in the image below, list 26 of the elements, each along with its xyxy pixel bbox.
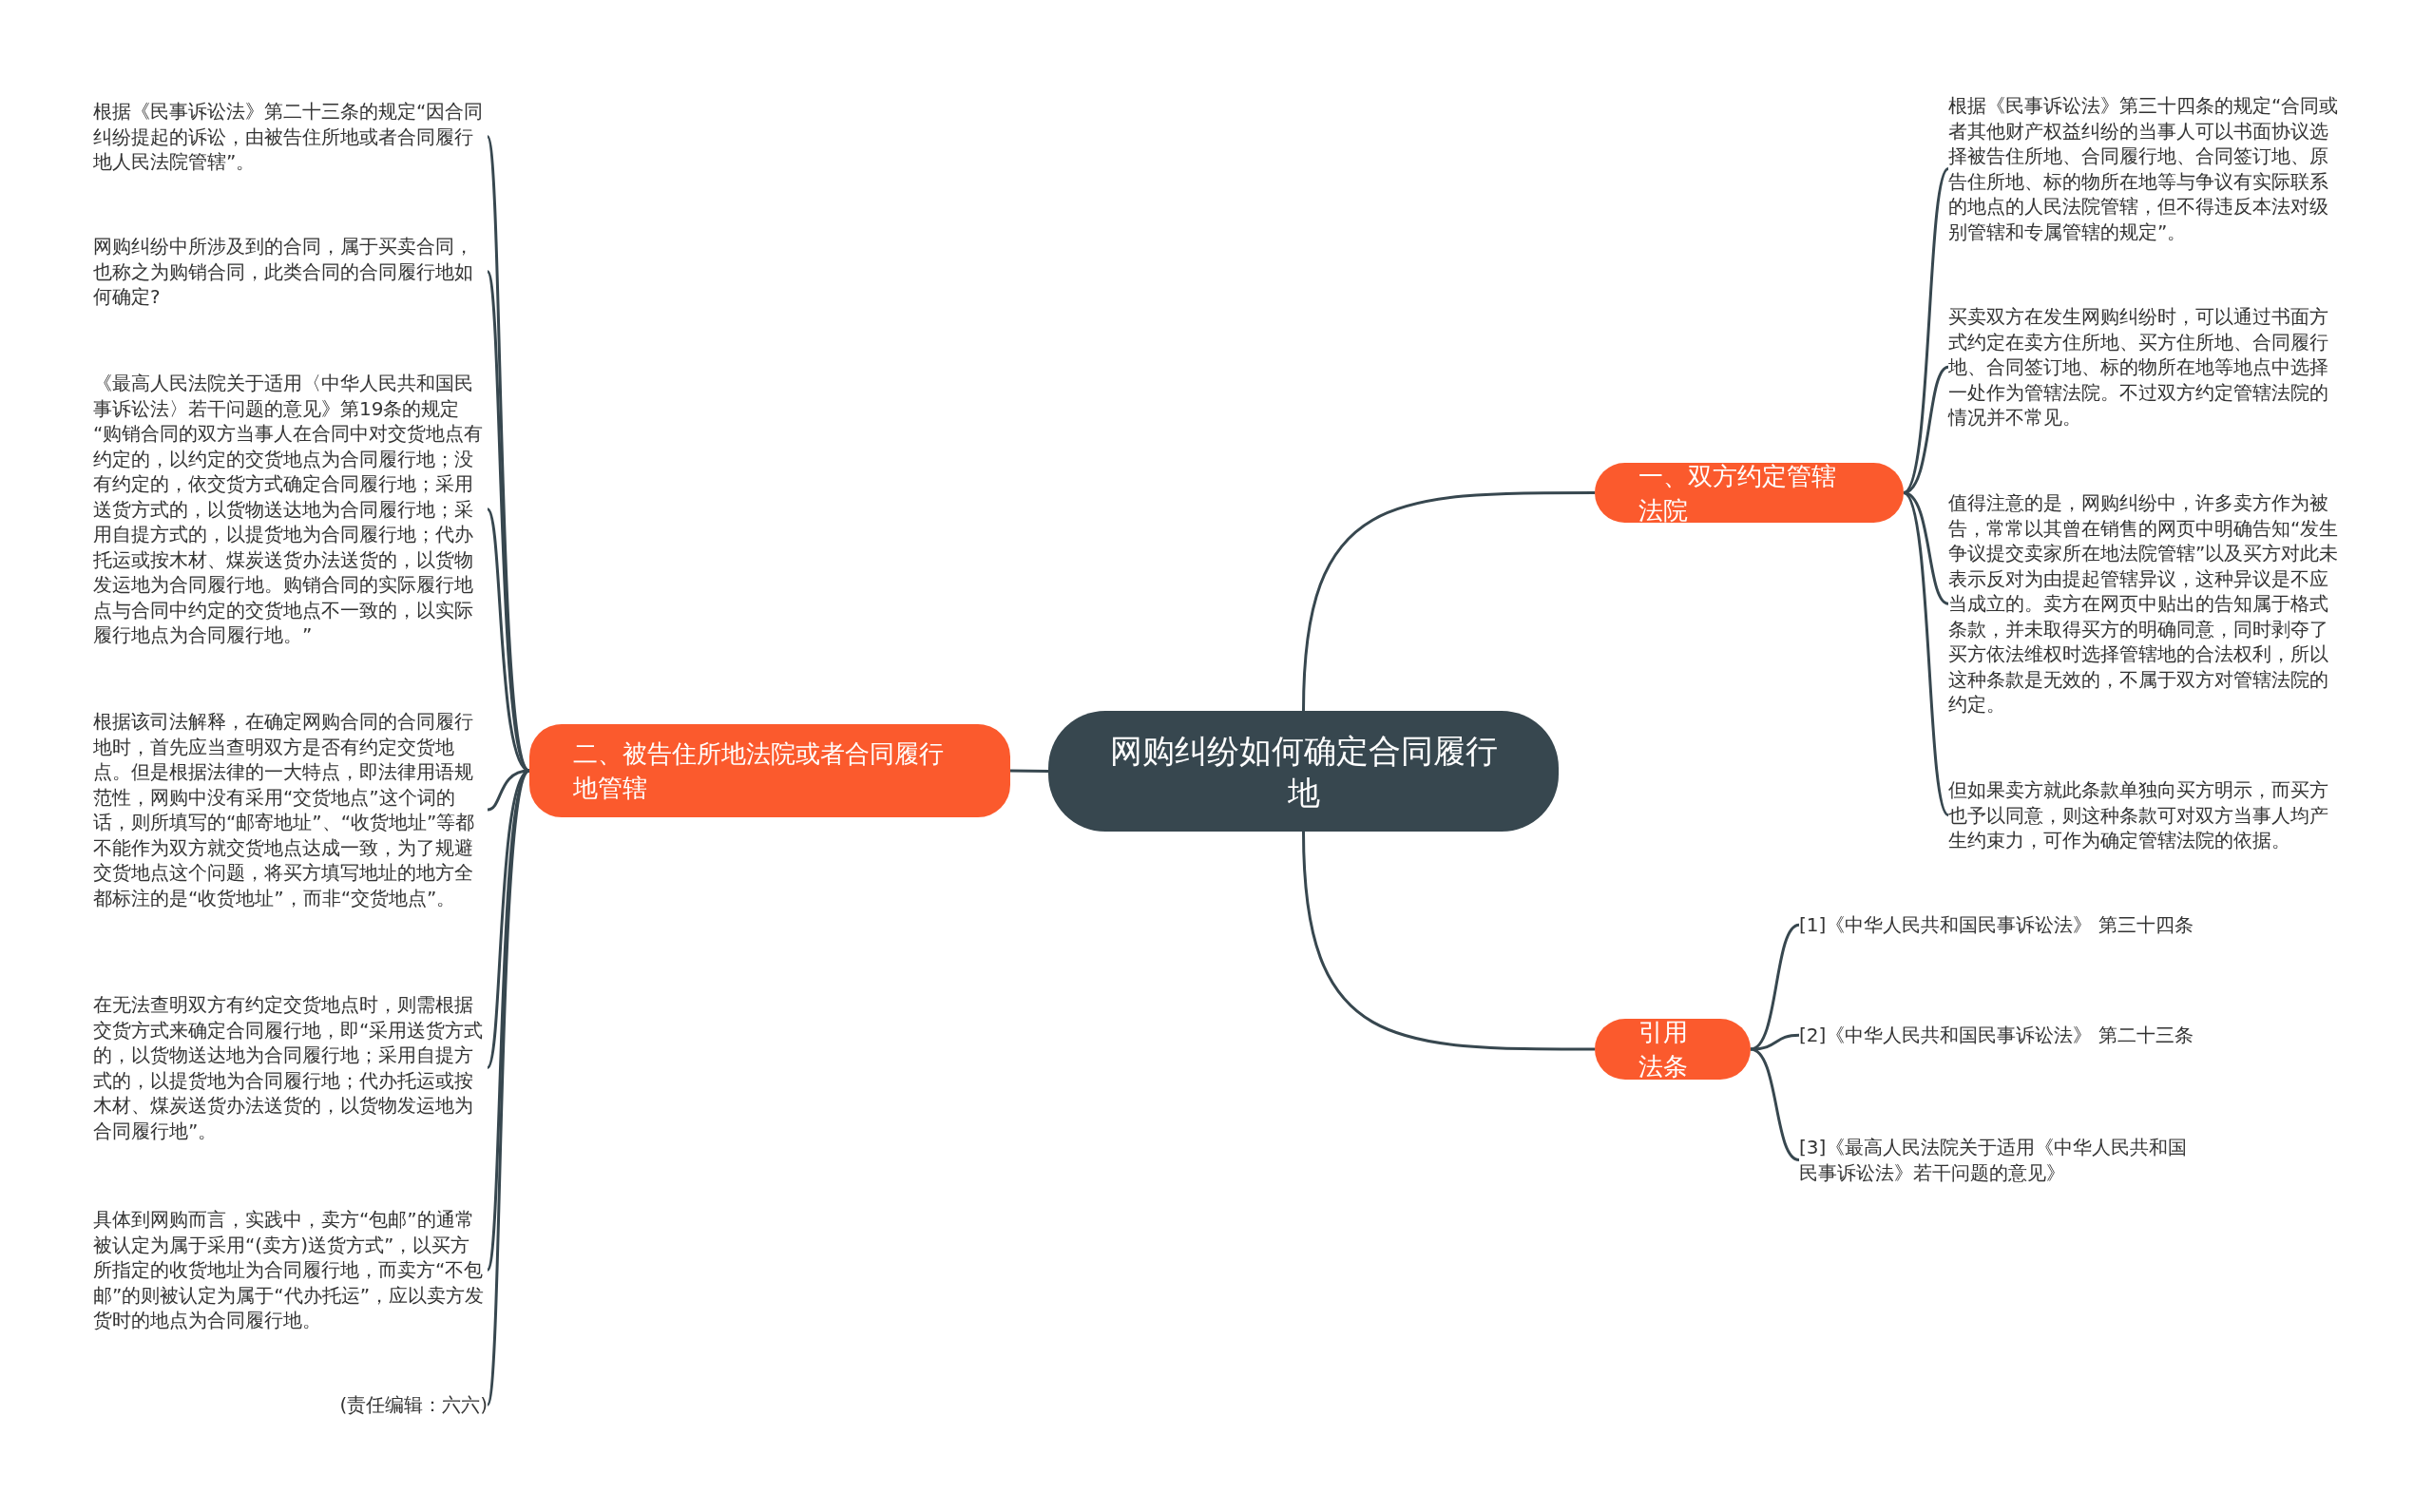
note-text: 《最高人民法院关于适用〈中华人民共和国民事诉讼法〉若干问题的意见》第19条的规定 “购销合同的双方当事人在合同中对交货地点有约定的，以约定的交货地点为合同履行地；没有约定的，依交货方式确定合同履行地；采用送货方式的，以货物送达地为合同履行地；采用自提方式的，以提货地为合同履行地；代办托运或按木材、煤炭送货办法送货的，以货物发运地为合同履行地。购销合同的实际履行地点与合同中约定的交货地点不一致的，以实际履行地点为合同履行地。” [93,371,488,648]
connector-line [1903,491,1949,605]
topic-box: 一、双方约定管辖法院 [1595,463,1904,523]
connector-line [1302,831,1595,1051]
note-text: 根据该司法解释，在确定网购合同的合同履行地时，首先应当查明双方是否有约定交货地点。但是根据法律的一大特点，即法律用语规范性，网购中没有采用“交货地点”这个词的话，则所填写的“邮寄地址”、“收货地址”等都不能作为双方就交货地点达成一致，为了规避交货地点这个问题，将买方填写地址的地方全都标注的是“收货地址”，而非“交货地点”。 [93,709,488,910]
note-text: [2]《中华人民共和国民事诉讼法》 第二十三条 [1799,1023,2198,1048]
note-text: 根据《民事诉讼法》第三十四条的规定“合同或者其他财产权益纠纷的当事人可以书面协议选择被告住所地、合同履行地、合同签订地、原告住所地、标的物所在地等与争议有实际联系的地点的人民法院管辖，但不得违反本法对级别管辖和专属管辖的规定”。 [1948,93,2346,244]
note-text: [3]《最高人民法院关于适用《中华人民共和国民事诉讼法》若干问题的意见》 [1799,1135,2198,1185]
topic-box: 二、被告住所地法院或者合同履行地管辖 [529,724,1010,817]
central-topic-box: 网购纠纷如何确定合同履行地 [1048,711,1559,832]
note-text: (责任编辑：六六) [339,1392,488,1418]
note-text: [1]《中华人民共和国民事诉讼法》 第三十四条 [1799,912,2198,938]
connector-line [486,770,531,1406]
note-text: 在无法查明双方有约定交货地点时，则需根据交货方式来确定合同履行地，即“采用送货方式的，以货物送达地为合同履行地；采用自提方式的，以提货地为合同履行地；代办托运或按木材、煤炭送货办法送货的，以货物发运地为合同履行地”。 [93,992,488,1143]
note-text: 根据《民事诉讼法》第二十三条的规定“因合同纠纷提起的诉讼，由被告住所地或者合同履行地人民法院管辖”。 [93,99,488,175]
note-text: 具体到网购而言，实践中，卖方“包邮”的通常被认定为属于采用“(卖方)送货方式”，以买方所指定的收货地址为合同履行地，而卖方“不包邮”的则被认定为属于“代办托运”，应以卖方发货时的地点为合同履行地。 [93,1207,488,1333]
note-text: 网购纠纷中所涉及到的合同，属于买卖合同，也称之为购销合同，此类合同的合同履行地如何确定? [93,234,488,310]
connector-line [1902,491,1950,816]
connector-line [1009,769,1049,773]
connector-line [1750,1033,1800,1051]
note-text: 值得注意的是，网购纠纷中，许多卖方作为被告，常常以其曾在销售的网页中明确告知“发生争议提交卖家所在地法院管辖”以及买方对此未表示反对为由提起管辖异议，这种异议是不应当成立的。卖方在网页中贴出的告知属于格式条款，并未取得买方的明确同意，同时剥夺了买方依法维权时选择管辖地的合法权利，所以这种条款是无效的，不属于双方对管辖法院的约定。 [1948,490,2346,718]
connector-line [1750,1047,1800,1161]
note-text: 但如果卖方就此条款单独向买方明示，而买方也予以同意，则这种条款可对双方当事人均产生约束力，可作为确定管辖法院的依据。 [1948,777,2346,853]
note-text: 买卖双方在发生网购纠纷时，可以通过书面方式约定在卖方住所地、买方住所地、合同履行地、合同签订地、标的物所在地等地点中选择一处作为管辖法院。不过双方约定管辖法院的情况并不常见。 [1948,304,2346,431]
connector-line [1302,491,1595,712]
topic-box: 引用法条 [1595,1019,1751,1080]
